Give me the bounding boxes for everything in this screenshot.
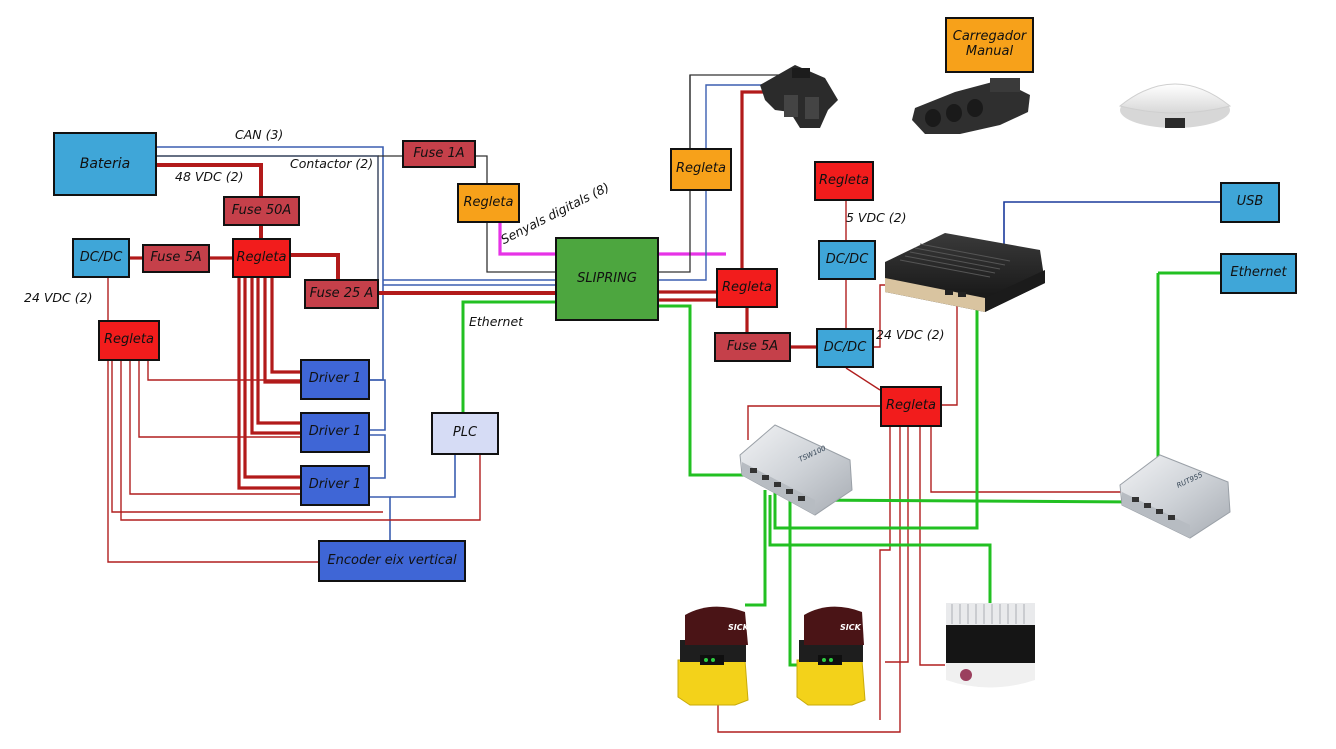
encoder-label: Encoder eix vertical [327, 552, 457, 568]
regleta-slipring-right-box: Regleta [716, 268, 778, 308]
power-48vdc-wire [155, 163, 555, 295]
regleta-bottom-right-box: Regleta [880, 386, 942, 427]
vdc5-wire-label: 5 VDC (2) [846, 210, 907, 225]
can-bus-wire [155, 146, 555, 545]
vdc48-wire-label: 48 VDC (2) [175, 169, 244, 184]
sensor-power-wires [717, 405, 1125, 733]
dcdc-left-box: DC/DC [72, 238, 130, 278]
dcdc-right-bottom-label: DC/DC [823, 339, 867, 355]
fuse-1a-label: Fuse 1A [413, 145, 465, 161]
dcdc-right-wires [845, 200, 958, 406]
24vdc-distribution-wires [107, 360, 481, 563]
fuse-5a-left-label: Fuse 5A [150, 250, 202, 266]
driver-3-label: Driver 1 [308, 477, 362, 493]
ethernet-wire-label: Ethernet [469, 314, 524, 329]
driver-1-box: Driver 1 [300, 359, 370, 400]
battery-box: Bateria [53, 132, 157, 196]
usb-wire [1003, 201, 1220, 250]
driver-1-label: Driver 1 [308, 371, 362, 387]
regleta-main-label: Regleta [236, 249, 287, 265]
regleta-orange-top-label: Regleta [676, 161, 726, 177]
charger-connector-icon [760, 65, 838, 128]
encoder-box: Encoder eix vertical [318, 540, 466, 582]
vdc24-right-wire-label: 24 VDC (2) [876, 327, 945, 342]
can-wire-label: CAN (3) [235, 127, 284, 142]
fuse-5a-right-box: Fuse 5A [714, 332, 791, 362]
carregador-manual-label: Carregador Manual [952, 29, 1027, 59]
regleta-orange-mid-label: Regleta [463, 194, 514, 210]
regleta-left-label: Regleta [104, 332, 154, 348]
driver-2-label: Driver 1 [308, 424, 362, 440]
regleta-orange-mid-box: Regleta [457, 183, 520, 223]
ethernet-right-box: Ethernet [1220, 253, 1297, 294]
dcdc-right-top-label: DC/DC [825, 251, 869, 267]
ethernet-switch-icon: TSW100 [739, 424, 853, 516]
regleta-main-box: Regleta [232, 238, 291, 278]
gps-antenna-icon [1118, 83, 1232, 128]
digital-signals-wire [498, 222, 726, 256]
sick-logo-right: SICK [840, 623, 862, 632]
usb-box: USB [1220, 182, 1280, 223]
manual-charger-plug-icon [912, 78, 1030, 134]
lte-router-icon: RUT955 [1119, 454, 1231, 539]
driver-power-wires [237, 278, 302, 490]
vdc24-left-wire-label: 24 VDC (2) [24, 290, 93, 305]
sick-logo-left: SICK [728, 623, 750, 632]
fuse-50a-label: Fuse 50A [231, 202, 292, 218]
safety-scanner-left-icon: SICK [677, 606, 750, 706]
plc-box: PLC [431, 412, 499, 455]
slipring-box: SLIPRING [555, 237, 659, 321]
driver-2-box: Driver 1 [300, 412, 370, 453]
dcdc-left-label: DC/DC [79, 249, 123, 265]
fuse-25a-box: Fuse 25 A [304, 279, 379, 309]
regleta-orange-top-box: Regleta [670, 148, 732, 191]
usb-label: USB [1236, 194, 1264, 210]
fuse-50a-box: Fuse 50A [223, 196, 300, 226]
slipring-power-wires [658, 90, 818, 349]
dcdc-right-top-box: DC/DC [818, 240, 876, 280]
slipring-label: SLIPRING [577, 270, 637, 286]
plc-ethernet-wire [461, 300, 555, 412]
ethernet-right-label: Ethernet [1230, 265, 1287, 281]
contactor-signal-wires [378, 155, 555, 273]
safety-scanner-right-icon: SICK [796, 606, 866, 706]
regleta-left-box: Regleta [98, 320, 160, 361]
regleta-bottom-right-label: Regleta [886, 398, 936, 414]
regleta-slipring-right-label: Regleta [722, 279, 772, 295]
fuse-1a-box: Fuse 1A [402, 140, 476, 168]
plc-label: PLC [452, 425, 478, 441]
regleta-top-right-box: Regleta [814, 161, 874, 201]
carregador-manual-box: Carregador Manual [945, 17, 1034, 73]
contactor-wire-label: Contactor (2) [290, 156, 374, 171]
fuse-5a-right-label: Fuse 5A [726, 338, 779, 354]
driver-3-box: Driver 1 [300, 465, 370, 506]
fuse-5a-left-box: Fuse 5A [142, 244, 210, 273]
regleta-top-right-label: Regleta [819, 172, 869, 188]
dcdc-right-bottom-box: DC/DC [816, 328, 874, 368]
industrial-pc-icon [885, 233, 1045, 312]
fuse-25a-label: Fuse 25 A [309, 285, 374, 301]
lidar-icon [946, 603, 1035, 688]
battery-label: Bateria [79, 155, 131, 172]
